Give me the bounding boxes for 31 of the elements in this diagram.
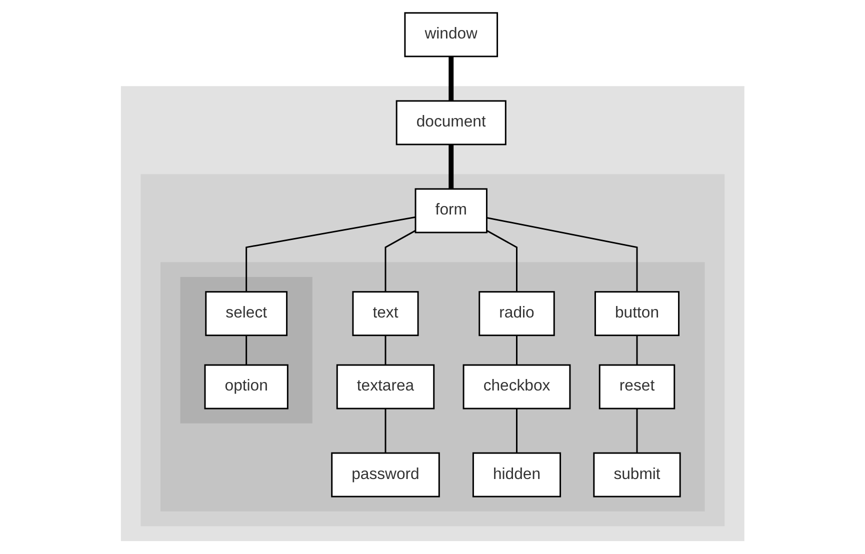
node-box: radio bbox=[478, 291, 555, 336]
connector bbox=[245, 216, 416, 292]
node-box: window bbox=[404, 12, 498, 58]
node-box: document bbox=[396, 100, 506, 146]
cluster bbox=[140, 174, 724, 526]
node-box: form bbox=[414, 188, 488, 234]
connector bbox=[384, 408, 386, 454]
node-box: hidden bbox=[472, 452, 561, 498]
connector bbox=[516, 335, 518, 366]
connector bbox=[486, 230, 518, 292]
node-box: select bbox=[204, 291, 288, 336]
node-box: submit bbox=[593, 452, 681, 498]
node-box: option bbox=[204, 364, 288, 410]
node-box: text bbox=[352, 291, 419, 336]
node-box: button bbox=[594, 291, 680, 336]
node-box: reset bbox=[598, 364, 675, 410]
connector bbox=[636, 335, 638, 366]
connector bbox=[448, 144, 454, 189]
connector bbox=[245, 335, 247, 366]
connector bbox=[486, 217, 638, 292]
node-box: textarea bbox=[336, 364, 434, 410]
connector bbox=[636, 408, 638, 454]
connector bbox=[448, 56, 454, 101]
connector bbox=[384, 335, 386, 366]
node-box: checkbox bbox=[462, 364, 571, 410]
cluster bbox=[160, 262, 705, 512]
cluster bbox=[120, 86, 744, 542]
connector bbox=[516, 408, 518, 454]
cluster bbox=[180, 277, 312, 424]
node-box: password bbox=[330, 452, 440, 498]
connector bbox=[384, 230, 416, 292]
